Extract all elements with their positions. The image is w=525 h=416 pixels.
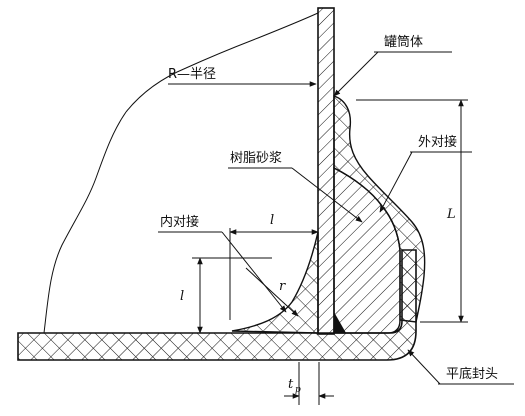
label-outer-butt: 外对接	[418, 134, 457, 150]
label-dim-L: L	[446, 207, 456, 222]
leader-tank-shell	[333, 51, 379, 97]
label-flat-head: 平底封头	[446, 366, 498, 382]
inner-butt-layup	[231, 231, 319, 334]
label-tank-shell: 罐筒体	[384, 34, 423, 50]
label-fillet-r: r	[279, 279, 286, 294]
tank-shell-wall	[317, 7, 335, 335]
label-inner-butt: 内对接	[160, 214, 199, 230]
label-resin-mortar: 树脂砂浆	[230, 151, 282, 166]
leader-outer	[379, 151, 413, 213]
label-thickness-sub: p	[295, 385, 301, 395]
label-thickness-t: t	[288, 377, 294, 392]
label-dim-l-top: l	[270, 213, 274, 228]
leader-inner	[221, 231, 287, 313]
leader-flat-head	[407, 349, 441, 385]
leader-resin	[291, 167, 363, 223]
fillet-radius-line	[245, 267, 299, 317]
break-line	[43, 12, 319, 334]
corner-fillet	[334, 312, 346, 333]
label-radius: R—半径	[168, 67, 216, 82]
label-dim-l-left: l	[180, 289, 184, 304]
